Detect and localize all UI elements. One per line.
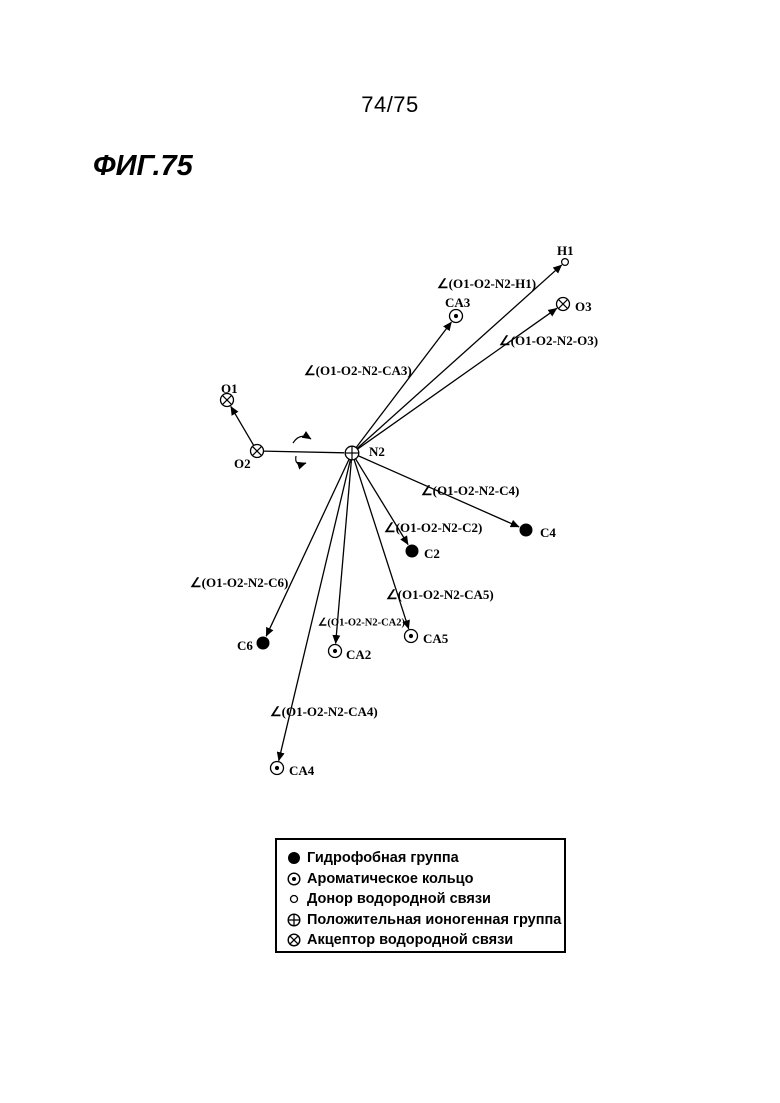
legend: Гидрофобная группа Ароматическое кольцо …: [275, 838, 566, 953]
legend-item-positive-ion: Положительная ионогенная группа: [287, 910, 564, 931]
edge-n2-ca5: [354, 459, 409, 628]
angle-label-ca3: ∠(O1-O2-N2-CA3): [304, 363, 412, 378]
legend-item-acceptor: Акцептор водородной связи: [287, 930, 564, 951]
node-o2-acceptor-icon: [251, 445, 264, 458]
node-ca5-aromatic-icon: [405, 630, 418, 643]
node-n2-positive-ion-icon: [345, 446, 359, 460]
legend-label: Акцептор водородной связи: [307, 930, 513, 951]
node-label-ca2: CA2: [346, 647, 371, 662]
positive-ion-icon: [287, 913, 301, 927]
legend-item-hydrophobic: Гидрофобная группа: [287, 848, 564, 869]
node-label-ca5: CA5: [423, 631, 449, 646]
angle-label-ca2: ∠(O1-O2-N2-CA2): [318, 616, 405, 628]
legend-item-donor: Донор водородной связи: [287, 889, 564, 910]
edge-o2-o1: [231, 406, 254, 445]
angle-label-ca4: ∠(O1-O2-N2-CA4): [270, 704, 378, 719]
node-label-c6: C6: [237, 638, 253, 653]
node-label-h1: H1: [557, 243, 574, 258]
hydrophobic-icon: [287, 851, 301, 865]
acceptor-icon: [287, 933, 301, 947]
legend-item-aromatic: Ароматическое кольцо: [287, 869, 564, 890]
edge-n2-ca3: [356, 322, 451, 448]
node-label-ca4: CA4: [289, 763, 315, 778]
node-c4-hydrophobic-icon: [520, 524, 533, 537]
node-c2-hydrophobic-icon: [406, 545, 419, 558]
node-label-o3: O3: [575, 299, 592, 314]
node-ca4-aromatic-icon: [271, 762, 284, 775]
node-c6-hydrophobic-icon: [257, 637, 270, 650]
node-label-ca3: CA3: [445, 295, 471, 310]
node-label-o1: O1: [221, 381, 238, 396]
node-label-n2: N2: [369, 444, 385, 459]
rotation-arrow-upper: [293, 436, 311, 443]
edge-o2-n2: [263, 451, 344, 453]
donor-icon: [287, 892, 301, 906]
legend-label: Положительная ионогенная группа: [307, 910, 561, 931]
edge-n2-h1: [357, 265, 562, 449]
angle-label-c2: ∠(O1-O2-N2-C2): [384, 520, 482, 535]
edge-n2-o3: [358, 308, 557, 449]
rotation-arrow-lower: [296, 456, 306, 464]
node-ca2-aromatic-icon: [329, 645, 342, 658]
node-ca3-aromatic-icon: [450, 310, 463, 323]
node-label-c4: C4: [540, 525, 556, 540]
node-h1-donor-icon: [562, 259, 569, 266]
legend-label: Гидрофобная группа: [307, 848, 459, 869]
legend-label: Ароматическое кольцо: [307, 869, 473, 890]
rotation-arrows: [293, 436, 311, 464]
node-label-o2: O2: [234, 456, 251, 471]
angle-label-o3: ∠(O1-O2-N2-O3): [499, 333, 598, 348]
angle-label-c6: ∠(O1-O2-N2-C6): [190, 575, 288, 590]
aromatic-ring-icon: [287, 872, 301, 886]
edge-n2-c6: [266, 459, 349, 636]
node-label-c2: C2: [424, 546, 440, 561]
angle-label-c4: ∠(O1-O2-N2-C4): [421, 483, 519, 498]
node-o3-acceptor-icon: [557, 298, 570, 311]
angle-label-ca5: ∠(O1-O2-N2-CA5): [386, 587, 494, 602]
legend-label: Донор водородной связи: [307, 889, 491, 910]
angle-label-h1: ∠(O1-O2-N2-H1): [437, 276, 536, 291]
